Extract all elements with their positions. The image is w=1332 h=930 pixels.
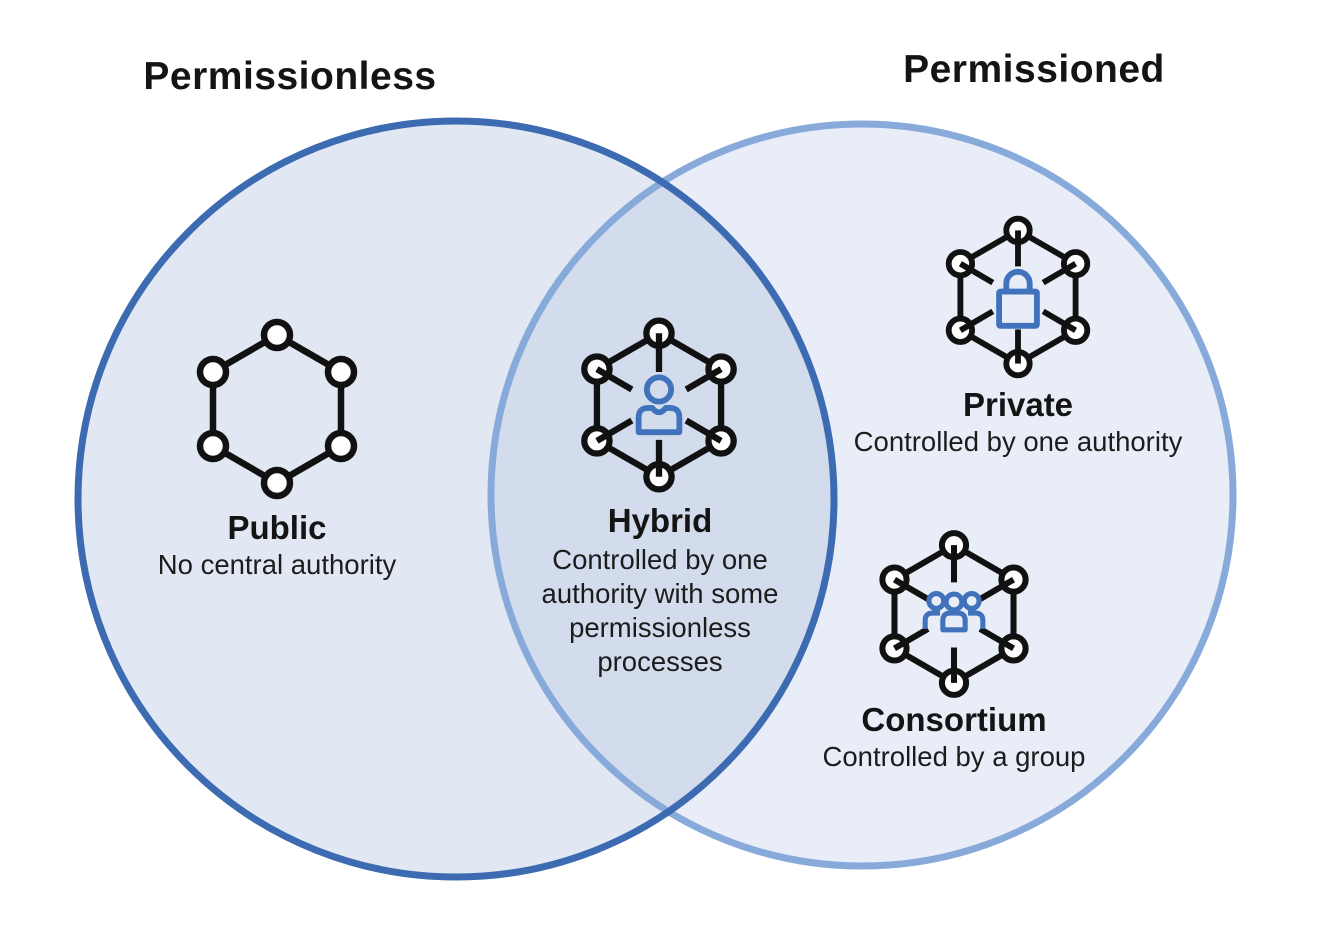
private-description: Controlled by one authority	[853, 426, 1183, 457]
consortium-name: Consortium	[861, 701, 1047, 738]
public-label: Public No central authority	[158, 508, 396, 582]
hybrid-description: Controlled by one authority with some pe…	[541, 544, 779, 677]
permissionless-title: Permissionless	[143, 55, 437, 98]
hybrid-label: Hybrid Controlled by one authority with …	[524, 501, 796, 679]
permissioned-circle-outline	[487, 120, 1237, 870]
hybrid-name: Hybrid	[607, 502, 713, 539]
permissionless-circle-outline	[74, 117, 838, 881]
permissioned-title: Permissioned	[903, 48, 1165, 91]
consortium-description: Controlled by a group	[822, 741, 1086, 772]
overlap-region	[491, 124, 834, 866]
private-name: Private	[962, 386, 1074, 423]
private-label: Private Controlled by one authority	[854, 385, 1183, 459]
public-name: Public	[227, 509, 327, 546]
public-description: No central authority	[157, 549, 397, 580]
consortium-label: Consortium Controlled by a group	[823, 700, 1086, 774]
